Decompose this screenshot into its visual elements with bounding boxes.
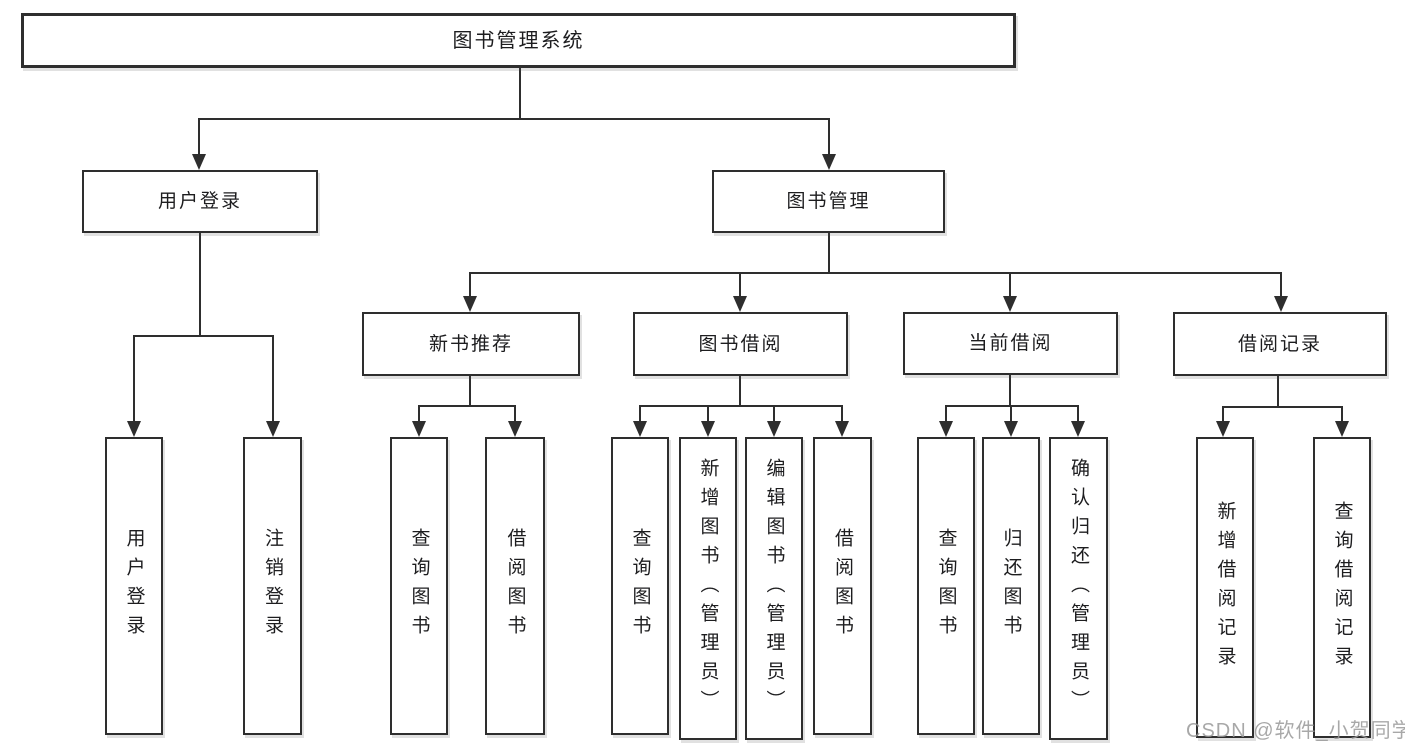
- node-label-new-book-rec: 新书推荐: [428, 333, 513, 355]
- node-leaf-query-book-cur: 查询图书: [917, 437, 975, 735]
- node-label-leaf-add-record: 新增借阅记录: [1214, 500, 1236, 675]
- node-book-mgmt-module: 图书管理: [712, 170, 945, 233]
- book-mgmt-branch-drop-line: [1009, 273, 1011, 298]
- current-borrow-branch-arrowhead-2: [1071, 421, 1085, 437]
- node-leaf-add-record: 新增借阅记录: [1196, 437, 1254, 738]
- borrow-records-branch-bar-line: [1222, 406, 1343, 408]
- root-branch-arrowhead-1: [822, 154, 836, 170]
- node-label-leaf-borrow-book-bor: 借阅图书: [832, 528, 853, 644]
- node-leaf-confirm-return: 确认归还（管理员）: [1049, 437, 1108, 740]
- node-current-borrow: 当前借阅: [903, 312, 1118, 375]
- user-login-branch-arrowhead-0: [127, 421, 141, 437]
- root-branch-stem-line: [519, 68, 521, 119]
- node-leaf-return-book: 归还图书: [982, 437, 1040, 735]
- book-borrow-branch-drop-line: [639, 406, 641, 423]
- book-borrow-branch-arrowhead-2: [767, 421, 781, 437]
- node-leaf-query-record: 查询借阅记录: [1313, 437, 1371, 738]
- book-mgmt-branch-stem-line: [828, 233, 830, 273]
- book-mgmt-branch-arrowhead-0: [463, 296, 477, 312]
- node-label-leaf-query-record: 查询借阅记录: [1331, 500, 1353, 675]
- node-label-current-borrow: 当前借阅: [968, 333, 1053, 354]
- book-mgmt-branch-drop-line: [739, 273, 741, 298]
- book-borrow-branch-arrowhead-3: [835, 421, 849, 437]
- book-mgmt-branch-arrowhead-1: [733, 296, 747, 312]
- node-leaf-query-book-bor: 查询图书: [611, 437, 669, 735]
- current-borrow-branch-drop-line: [1077, 406, 1079, 423]
- root-branch-drop-line: [828, 119, 830, 156]
- root-branch-bar-line: [198, 118, 830, 120]
- node-label-leaf-edit-book: 编辑图书（管理员）: [763, 458, 785, 719]
- root-branch-drop-line: [198, 119, 200, 156]
- borrow-records-branch-drop-line: [1222, 407, 1224, 423]
- node-label-leaf-query-book-rec: 查询图书: [408, 528, 430, 644]
- node-label-borrow-records: 借阅记录: [1237, 333, 1322, 355]
- new-book-rec-branch-stem-line: [469, 376, 471, 406]
- borrow-records-branch-drop-line: [1341, 407, 1343, 423]
- book-borrow-branch-drop-line: [841, 406, 843, 423]
- borrow-records-branch-stem-line: [1277, 376, 1279, 407]
- book-mgmt-branch-arrowhead-2: [1003, 296, 1017, 312]
- current-borrow-branch-drop-line: [945, 406, 947, 423]
- node-leaf-add-book: 新增图书（管理员）: [679, 437, 737, 740]
- node-root: 图书管理系统: [21, 13, 1016, 68]
- node-leaf-borrow-book-rec: 借阅图书: [485, 437, 545, 735]
- current-borrow-branch-arrowhead-1: [1004, 421, 1018, 437]
- node-new-book-rec: 新书推荐: [362, 312, 580, 376]
- book-borrow-branch-drop-line: [707, 406, 709, 423]
- node-leaf-edit-book: 编辑图书（管理员）: [745, 437, 803, 740]
- node-label-leaf-borrow-book-rec: 借阅图书: [504, 528, 526, 644]
- book-borrow-branch-bar-line: [639, 405, 843, 407]
- node-leaf-logout: 注销登录: [243, 437, 302, 735]
- node-leaf-user-login: 用户登录: [105, 437, 163, 735]
- node-label-leaf-logout: 注销登录: [262, 528, 283, 644]
- node-label-leaf-query-book-bor: 查询图书: [629, 528, 651, 644]
- root-branch-arrowhead-0: [192, 154, 206, 170]
- user-login-branch-stem-line: [199, 233, 201, 336]
- node-label-book-borrow: 图书借阅: [698, 333, 783, 355]
- node-label-leaf-query-book-cur: 查询图书: [935, 528, 957, 644]
- book-mgmt-branch-drop-line: [1280, 273, 1282, 298]
- new-book-rec-branch-drop-line: [418, 406, 420, 423]
- node-book-borrow: 图书借阅: [633, 312, 848, 376]
- book-borrow-branch-arrowhead-0: [633, 421, 647, 437]
- new-book-rec-branch-drop-line: [514, 406, 516, 423]
- user-login-branch-bar-line: [133, 335, 274, 337]
- book-borrow-branch-drop-line: [773, 406, 775, 423]
- user-login-branch-arrowhead-1: [266, 421, 280, 437]
- book-mgmt-branch-arrowhead-3: [1274, 296, 1288, 312]
- user-login-branch-drop-line: [133, 336, 135, 423]
- current-borrow-branch-bar-line: [945, 405, 1079, 407]
- book-mgmt-branch-drop-line: [469, 273, 471, 298]
- node-label-user-login-module: 用户登录: [157, 191, 242, 212]
- node-label-leaf-user-login: 用户登录: [123, 528, 145, 644]
- node-label-root: 图书管理系统: [452, 29, 585, 52]
- node-label-leaf-return-book: 归还图书: [1000, 528, 1022, 644]
- node-label-book-mgmt-module: 图书管理: [786, 191, 871, 212]
- node-leaf-query-book-rec: 查询图书: [390, 437, 448, 735]
- new-book-rec-branch-bar-line: [418, 405, 516, 407]
- node-label-leaf-confirm-return: 确认归还（管理员）: [1068, 458, 1089, 719]
- new-book-rec-branch-arrowhead-0: [412, 421, 426, 437]
- watermark: CSDN @软件_小贺同学: [1186, 720, 1405, 742]
- book-borrow-branch-arrowhead-1: [701, 421, 715, 437]
- current-borrow-branch-stem-line: [1009, 375, 1011, 406]
- node-label-leaf-add-book: 新增图书（管理员）: [697, 458, 719, 719]
- node-user-login-module: 用户登录: [82, 170, 318, 233]
- current-borrow-branch-drop-line: [1010, 406, 1012, 423]
- new-book-rec-branch-arrowhead-1: [508, 421, 522, 437]
- borrow-records-branch-arrowhead-0: [1216, 421, 1230, 437]
- user-login-branch-drop-line: [272, 336, 274, 423]
- node-borrow-records: 借阅记录: [1173, 312, 1387, 376]
- book-borrow-branch-stem-line: [739, 376, 741, 406]
- book-mgmt-branch-bar-line: [469, 272, 1282, 274]
- current-borrow-branch-arrowhead-0: [939, 421, 953, 437]
- node-leaf-borrow-book-bor: 借阅图书: [813, 437, 872, 735]
- borrow-records-branch-arrowhead-1: [1335, 421, 1349, 437]
